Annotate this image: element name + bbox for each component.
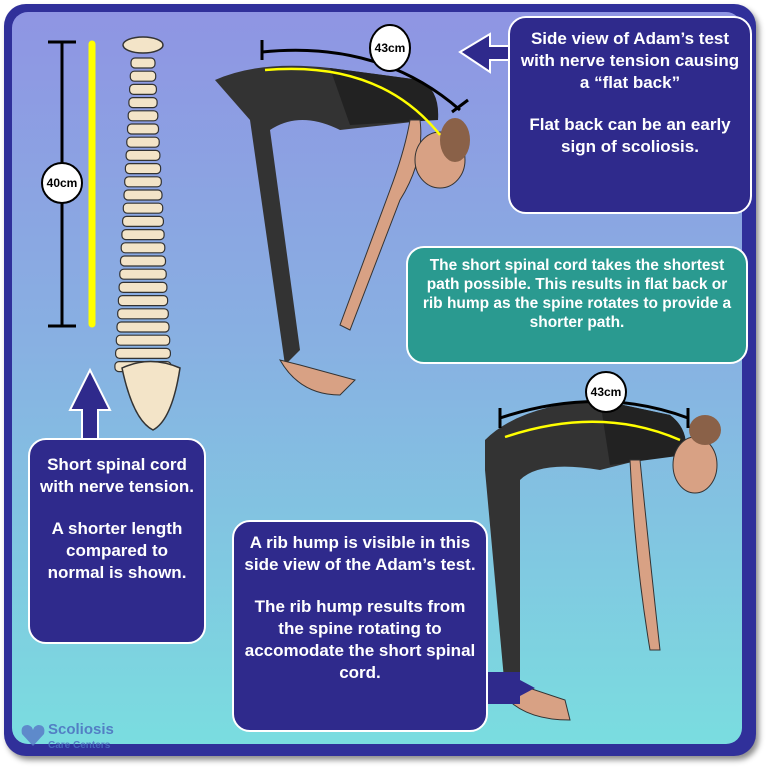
vertebra (124, 163, 162, 175)
short-cord-callout: Short spinal cord with nerve tension. A … (28, 438, 206, 644)
rib-hump-length-text: 43cm (591, 385, 622, 399)
flat-back-figure (215, 32, 526, 396)
vertebra (117, 295, 169, 307)
flat-back-callout: Side view of Adam’s test with nerve tens… (508, 16, 752, 214)
spine-icon (114, 36, 181, 431)
logo-sub: Care Centers (48, 740, 111, 751)
vertebra (119, 268, 167, 280)
vertebra (128, 96, 158, 109)
shortest-path-callout: The short spinal cord takes the shortest… (406, 246, 748, 364)
rib-hump-length-label: 43cm (585, 371, 627, 413)
logo-name: Scoliosis (48, 721, 114, 738)
flat-back-length-label: 43cm (369, 24, 411, 72)
vertebra (123, 189, 163, 201)
shortest-path-text: The short spinal cord takes the shortest… (422, 257, 732, 331)
rib-hump-text: A rib hump is visible in this side view … (244, 533, 476, 574)
vertebra (117, 308, 169, 320)
heart-spine-icon (21, 725, 45, 746)
vertebra (125, 149, 161, 161)
spine-length-text: 40cm (47, 176, 78, 190)
spine-length-label: 40cm (41, 162, 83, 204)
vertebra (116, 321, 170, 333)
vertebra (122, 202, 164, 214)
short-cord-note: A shorter length compared to normal is s… (47, 519, 187, 582)
vertebra (121, 215, 164, 227)
vertebra (126, 136, 160, 148)
vertebra (120, 242, 166, 254)
vertebra (121, 229, 165, 241)
vertebra (129, 70, 157, 82)
vertebra (126, 123, 160, 135)
vertebra (130, 57, 156, 69)
flat-back-note: Flat back can be an early sign of scolio… (529, 115, 731, 156)
vertebra (114, 347, 171, 359)
flat-back-text: Side view of Adam’s test with nerve tens… (520, 29, 740, 92)
short-cord-text: Short spinal cord with nerve tension. (40, 455, 194, 496)
vertebra (118, 281, 168, 293)
vertebra (127, 110, 159, 122)
rib-hump-figure (68, 367, 721, 721)
vertebra (115, 334, 171, 346)
vertebra (124, 176, 162, 188)
rib-hump-callout: A rib hump is visible in this side view … (232, 520, 488, 732)
vertebra (119, 255, 167, 267)
rib-hump-note: The rib hump results from the spine rota… (244, 597, 476, 682)
vertebra (129, 83, 158, 96)
flat-back-length-text: 43cm (375, 41, 406, 55)
